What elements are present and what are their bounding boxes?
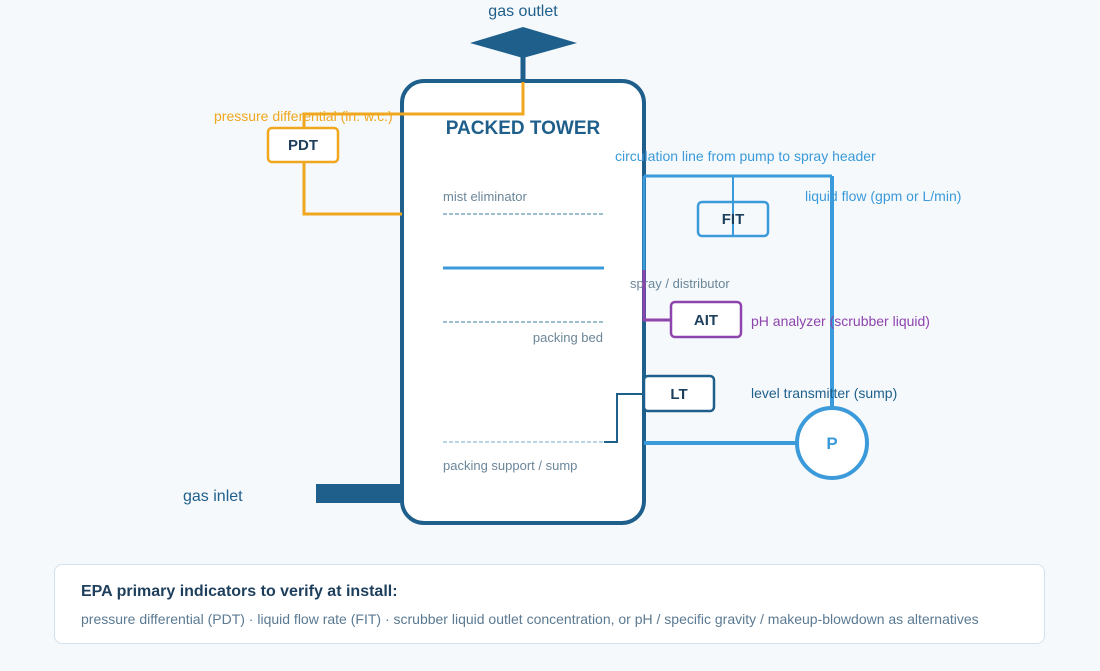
gas-inlet-label: gas inlet [183, 488, 243, 505]
lt-instrument-box [642, 374, 716, 413]
gas-inlet-duct [316, 484, 404, 503]
gas-outlet-arrow-icon [470, 27, 577, 58]
fit-instrument-box [696, 200, 770, 238]
epa-indicators-text: pressure differential (PDT) · liquid flo… [81, 611, 979, 627]
lt-description: level transmitter (sump) [751, 385, 897, 401]
pump-tag: P [826, 434, 837, 453]
pdt-description: pressure differential (in. w.c.) [214, 108, 393, 124]
lt-tag: LT [670, 386, 687, 403]
ait-sample-line [642, 270, 671, 322]
pdt-tag: PDT [288, 137, 318, 154]
pdt-impulse-line-bottom [302, 162, 402, 216]
fit-tag: FIT [722, 211, 745, 228]
packing-support-label: packing support / sump [443, 458, 577, 473]
lt-signal-line [604, 393, 644, 443]
tower-title: PACKED TOWER [446, 118, 601, 139]
mist-eliminator-label: mist eliminator [443, 189, 527, 204]
ait-description: pH analyzer (scrubber liquid) [751, 313, 930, 329]
ait-instrument-box [669, 300, 743, 339]
ait-tag: AIT [694, 312, 718, 329]
packing-bed-label: packing bed [533, 330, 603, 345]
pdt-impulse-line-top [302, 82, 525, 128]
spray-distributor-label: spray / distributor [630, 276, 730, 291]
epa-indicators-title: EPA primary indicators to verify at inst… [81, 583, 398, 600]
circulation-line-label: circulation line from pump to spray head… [615, 148, 876, 164]
fit-description: liquid flow (gpm or L/min) [805, 188, 961, 204]
epa-indicators-panel: EPA primary indicators to verify at inst… [54, 564, 1045, 644]
packed-tower-schematic: gas outlet PACKED TOWER gas inlet mist e… [183, 3, 961, 525]
packed-tower-vessel [400, 79, 646, 525]
pump-icon [795, 406, 869, 480]
pdt-instrument-box [266, 126, 340, 164]
gas-outlet-label: gas outlet [488, 3, 558, 20]
